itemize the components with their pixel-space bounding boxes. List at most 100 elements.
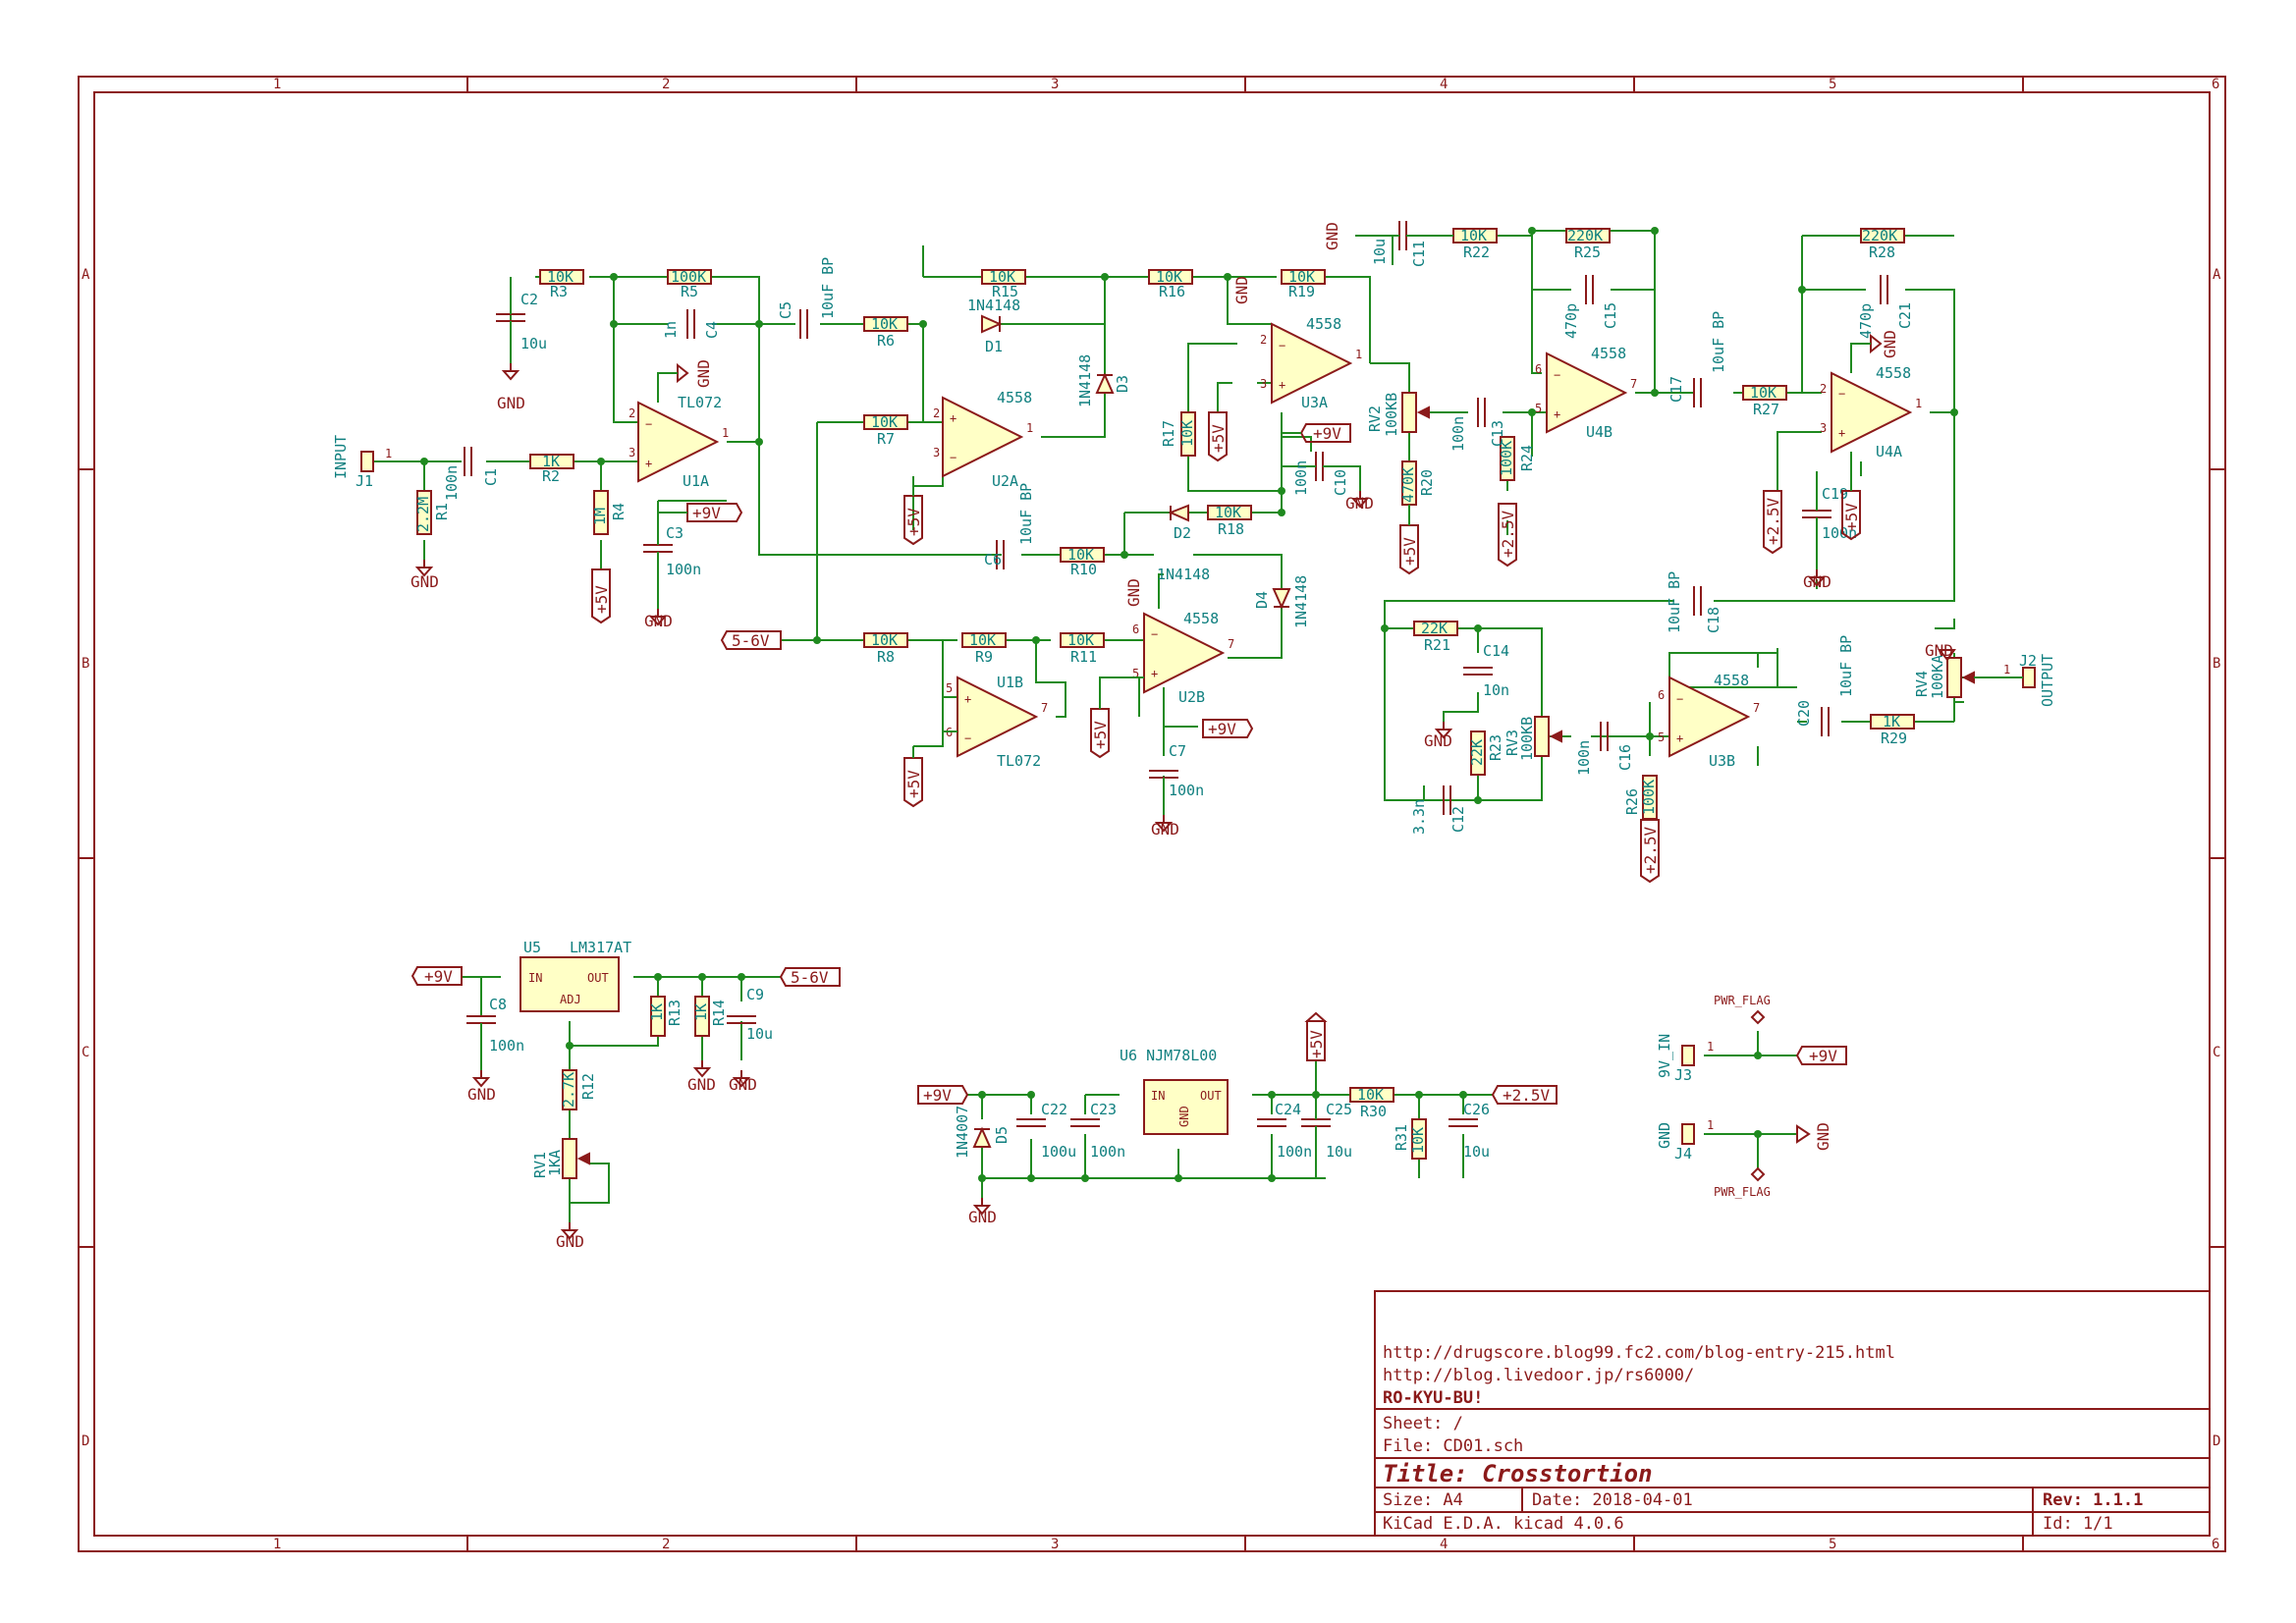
- c19-ref: C19: [1822, 485, 1848, 503]
- diode-d3: [1095, 372, 1115, 394]
- gnd-rv1: GND: [556, 1232, 584, 1251]
- r19-ref: R19: [1288, 283, 1315, 300]
- r6-ref: R6: [877, 332, 895, 350]
- grid-col-1-bottom: 1: [273, 1537, 281, 1552]
- net-5v-u1b-label: +5V: [904, 770, 923, 798]
- capacitor-c7: [1149, 770, 1178, 832]
- tb-tool: KiCad E.D.A. kicad 4.0.6: [1383, 1514, 1624, 1534]
- opamp-u2a: +− 231 U2A 4558: [933, 389, 1033, 490]
- gnd-c9: GND: [729, 1075, 757, 1094]
- u6-label: U6 NJM78L00: [1120, 1047, 1217, 1064]
- capacitor-c6: [996, 540, 1005, 569]
- svg-text:6: 6: [1535, 362, 1542, 376]
- c2-value: 10u: [520, 335, 547, 352]
- rv3-ref: RV3: [1503, 730, 1521, 756]
- net-25v-r26-label: +2.5V: [1641, 826, 1660, 874]
- resistor-r9: [961, 632, 1007, 648]
- net-56v-in: 5-6V: [720, 630, 782, 650]
- grid-row-b-right: B: [2213, 656, 2220, 672]
- r26-value: 100K: [1640, 780, 1658, 815]
- u5-out: OUT: [587, 971, 609, 985]
- net-5v-u1: +5V: [591, 568, 611, 624]
- capacitor-c21: [1880, 275, 1888, 304]
- r26-ref: R26: [1623, 788, 1641, 815]
- svg-text:7: 7: [1753, 701, 1760, 715]
- r31-value: 10K: [1409, 1127, 1427, 1154]
- r30-ref: R30: [1360, 1103, 1387, 1120]
- grid-row-a-right: A: [2213, 267, 2221, 283]
- svg-text:1: 1: [1026, 421, 1033, 435]
- svg-text:1: 1: [1915, 397, 1922, 410]
- rv4-value: 100KA: [1929, 655, 1946, 699]
- grid-col-3-top: 3: [1051, 77, 1059, 92]
- u3b-ref: U3B: [1709, 752, 1735, 770]
- r24-ref: R24: [1518, 445, 1536, 471]
- r9-ref: R9: [975, 648, 993, 666]
- d2-ref: D2: [1174, 524, 1191, 542]
- capacitor-c23: [1070, 1118, 1100, 1127]
- c24-value: 100n: [1277, 1143, 1312, 1161]
- c6-value: 10uF BP: [1017, 483, 1035, 545]
- tb-size: Size: A4: [1383, 1490, 1463, 1510]
- pwr-flag-top: PWR_FLAG: [1714, 994, 1771, 1007]
- diodes: 1N4148 D1 D2 1N4148 1N4148 D3 D4 1N4148 …: [954, 297, 1310, 1159]
- svg-text:−: −: [1676, 692, 1683, 706]
- gnd-c11: GND: [1323, 222, 1341, 250]
- rv3-value: 100KB: [1518, 717, 1536, 761]
- j4-pin: 1: [1707, 1118, 1714, 1132]
- c14-value: 10n: [1483, 681, 1509, 699]
- svg-text:+: +: [1838, 426, 1845, 440]
- net-56v-in-label: 5-6V: [732, 631, 770, 650]
- svg-text:+: +: [950, 411, 957, 425]
- net-5v-u2a: +5V: [903, 476, 923, 546]
- capacitor-c22: [1016, 1118, 1046, 1127]
- u6-gnd: GND: [1177, 1106, 1191, 1127]
- rv1-value: 1KA: [546, 1150, 564, 1176]
- rv2-ref: RV2: [1366, 406, 1384, 432]
- r14-value: 1K: [692, 1003, 710, 1021]
- connector-j3: J3 9V_IN 1: [1656, 1034, 1714, 1084]
- net-9v-u5-label: +9V: [424, 967, 453, 986]
- resistor-r23: [1470, 730, 1486, 776]
- net-5v-u4a-label: +5V: [1842, 503, 1861, 531]
- tb-author: RO-KYU-BU!: [1383, 1388, 1483, 1408]
- diode-d5: [972, 1126, 992, 1148]
- grid-col-4-top: 4: [1440, 77, 1448, 92]
- capacitor-c8: [466, 1015, 496, 1087]
- r21-value: 22K: [1421, 620, 1448, 637]
- gnd-d5: GND: [968, 1208, 997, 1226]
- u5-ref: U5: [523, 939, 541, 956]
- j2-pin: 1: [2003, 663, 2010, 676]
- grid-col-4-bottom: 4: [1440, 1537, 1448, 1552]
- svg-text:2: 2: [1260, 333, 1267, 347]
- r27-ref: R27: [1753, 401, 1779, 418]
- u4a-value: 4558: [1876, 364, 1911, 382]
- grid-row-d-left: D: [82, 1434, 89, 1449]
- u3b-value: 4558: [1714, 672, 1749, 689]
- capacitor-c3: [643, 501, 673, 625]
- c20-ref: C20: [1795, 700, 1813, 727]
- r5-ref: R5: [681, 283, 698, 300]
- net-5v-u2b-label: +5V: [1091, 721, 1110, 749]
- resistor-r4: [593, 490, 609, 535]
- r9-value: 10K: [969, 631, 996, 649]
- capacitor-c20: [1821, 707, 1830, 736]
- r11-value: 10K: [1067, 631, 1094, 649]
- u5-in: IN: [528, 971, 542, 985]
- d4-ref: D4: [1253, 591, 1271, 609]
- tb-file: File: CD01.sch: [1383, 1436, 1523, 1456]
- r5-value: 100K: [671, 268, 706, 286]
- c11-ref: C11: [1410, 241, 1428, 267]
- r30-value: 10K: [1357, 1086, 1384, 1104]
- u1b-ref: U1B: [997, 674, 1023, 691]
- capacitor-c19: [1802, 471, 1831, 586]
- r15-value: 10K: [989, 268, 1015, 286]
- svg-text:7: 7: [1228, 637, 1234, 651]
- opamp-u4a: −+ 231 U4A 4558: [1820, 364, 1922, 460]
- net-9v-u2b-label: +9V: [1208, 720, 1236, 738]
- r20-ref: R20: [1418, 469, 1436, 496]
- resistor-r17: [1180, 411, 1196, 457]
- r16-ref: R16: [1159, 283, 1185, 300]
- svg-text:2: 2: [933, 406, 940, 420]
